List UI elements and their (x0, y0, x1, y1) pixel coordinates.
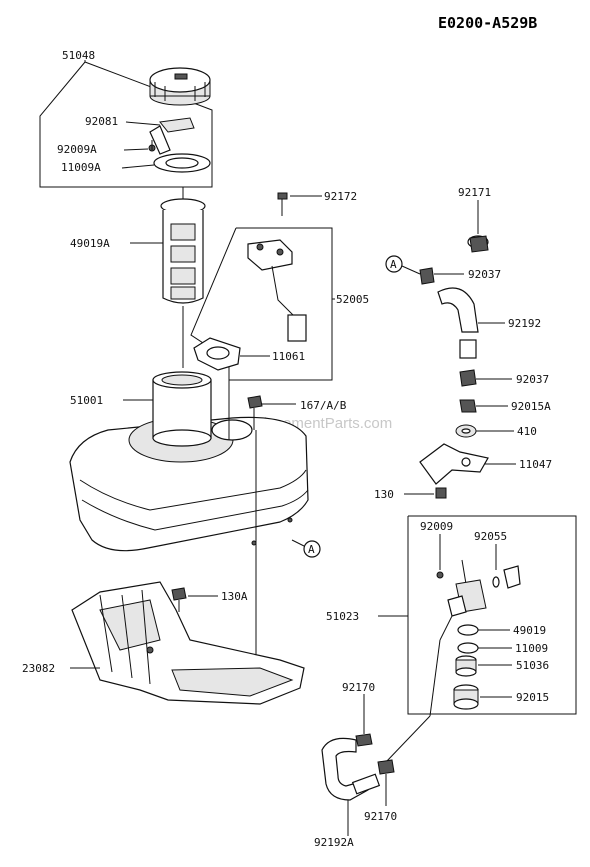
strap-part (159, 117, 195, 133)
callout-a-tank (303, 540, 321, 558)
label-49019: 49019 (513, 624, 546, 637)
clip-92037b-part (459, 369, 477, 387)
clip-92037a-part (419, 267, 435, 285)
callout-a-line (385, 255, 403, 273)
callout-a-line-letter: A (390, 258, 397, 271)
washer-410-part (455, 424, 477, 438)
fuel-tank-part (69, 371, 309, 552)
callout-a-tank-letter: A (308, 543, 315, 556)
bolt-92172-part (277, 192, 288, 216)
label-92009: 92009 (420, 520, 453, 533)
fuel-cap-assembly-group (39, 60, 213, 188)
label-92192: 92192 (508, 317, 541, 330)
filter-49019-part (457, 624, 479, 636)
label-410: 410 (517, 425, 537, 438)
label-167ab: 167/A/B (300, 399, 347, 412)
gasket-11009-part (457, 642, 479, 654)
label-11009: 11009 (515, 642, 548, 655)
bracket-51023 (407, 515, 577, 715)
label-92015a: 92015A (511, 400, 551, 413)
label-92192a: 92192A (314, 836, 354, 849)
label-51001: 51001 (70, 394, 103, 407)
oring-92055-part (492, 565, 521, 589)
label-23082: 23082 (22, 662, 55, 675)
label-92037-a: 92037 (468, 268, 501, 281)
label-52005: 52005 (336, 293, 369, 306)
label-130a: 130A (221, 590, 248, 603)
label-92055: 92055 (474, 530, 507, 543)
bolt-130a-part (171, 587, 187, 612)
clamp-92170a-part (355, 733, 373, 747)
label-92171: 92171 (458, 186, 491, 199)
label-92172: 92172 (324, 190, 357, 203)
diagram-code: E0200-A529B (438, 14, 537, 32)
fuel-cock-part (439, 559, 487, 641)
label-92170-b: 92170 (364, 810, 397, 823)
hose-92192a-part (321, 737, 381, 801)
label-92037-b: 92037 (516, 373, 549, 386)
fuel-filter-screen-part (160, 187, 206, 368)
label-92015: 92015 (516, 691, 549, 704)
nut-92015-part (453, 684, 479, 710)
bracket-11047-part (419, 443, 489, 485)
fuel-gauge-group (190, 192, 333, 381)
label-11009a: 11009A (61, 161, 101, 174)
nut-92015a-part (459, 399, 477, 413)
gasket-11009a-part (153, 153, 211, 173)
label-49019a: 49019A (70, 237, 110, 250)
label-11047: 11047 (519, 458, 552, 471)
screw-92009a-part (148, 125, 171, 155)
cup-51036-part (455, 655, 477, 677)
clamp-92171-part (467, 200, 489, 253)
clamp-92170b-part (377, 759, 395, 775)
fuel-cap-part (149, 67, 211, 106)
label-51036: 51036 (516, 659, 549, 672)
bolt-130-part (435, 487, 447, 499)
hose-92192-part (437, 287, 479, 359)
label-51048: 51048 (62, 49, 95, 62)
label-92081: 92081 (85, 115, 118, 128)
skid-plate-part (71, 581, 305, 705)
label-51023: 51023 (326, 610, 359, 623)
screw-92009-part (436, 571, 444, 579)
label-92170-a: 92170 (342, 681, 375, 694)
label-92009a: 92009A (57, 143, 97, 156)
label-130: 130 (374, 488, 394, 501)
label-11061: 11061 (272, 350, 305, 363)
bolt-167ab-part (247, 395, 263, 430)
